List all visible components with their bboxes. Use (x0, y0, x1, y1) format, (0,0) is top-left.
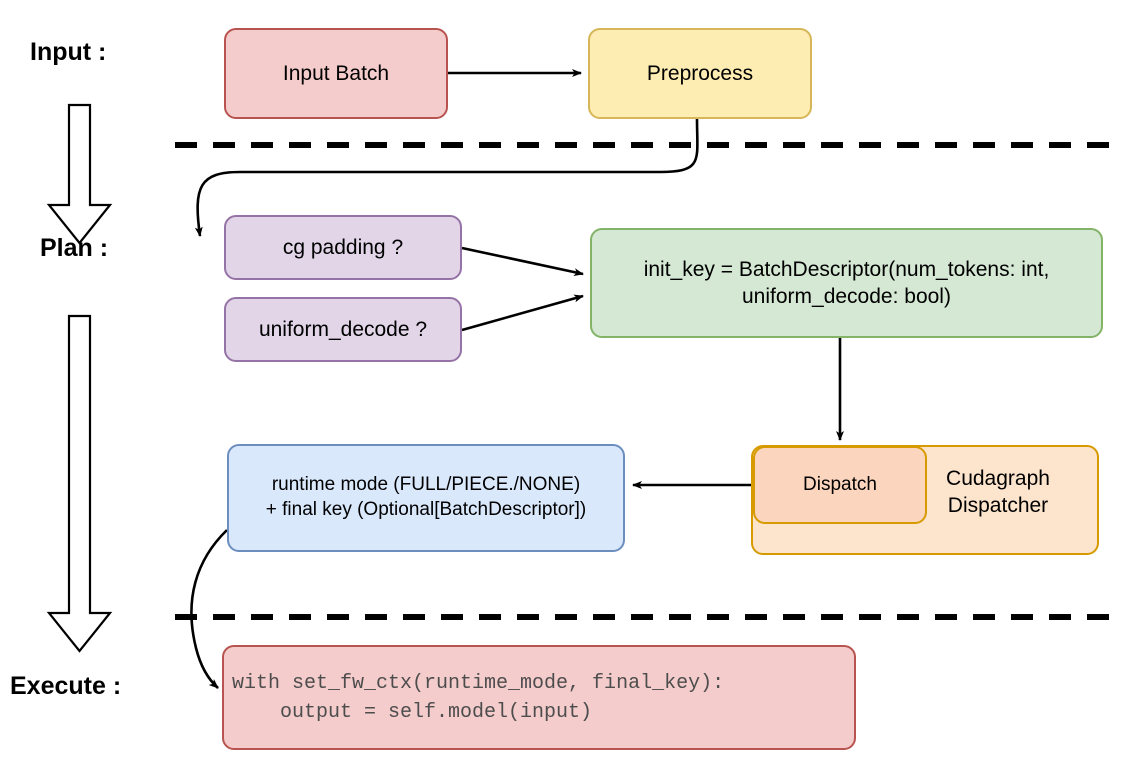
cudagraph-dispatcher-label: Cudagraph Dispatcher (946, 467, 1050, 518)
plan-to-execute-arrow (46, 314, 113, 653)
edge-cg-padding-to-init-key (461, 246, 584, 277)
node-execute-code-block[interactable]: with set_fw_ctx(runtime_mode, final_key)… (222, 645, 856, 750)
node-cg-padding[interactable]: cg padding ? (224, 215, 462, 280)
edge-uniform-decode-to-init-key (461, 294, 584, 332)
stage-label-execute: Execute : (10, 672, 122, 700)
input-to-plan-arrow (46, 103, 113, 245)
stage-label-input: Input : (30, 38, 107, 66)
node-runtime-mode-and-final-key[interactable]: runtime mode (FULL/PIECE./NONE) + final … (227, 444, 625, 552)
node-preprocess[interactable]: Preprocess (588, 28, 812, 119)
stage-label-plan: Plan : (40, 234, 109, 262)
node-init-key-batch-descriptor[interactable]: init_key = BatchDescriptor(num_tokens: i… (590, 228, 1103, 338)
node-input-batch[interactable]: Input Batch (224, 28, 448, 119)
node-uniform-decode[interactable]: uniform_decode ? (224, 297, 462, 362)
node-dispatch[interactable]: Dispatch (753, 446, 927, 524)
